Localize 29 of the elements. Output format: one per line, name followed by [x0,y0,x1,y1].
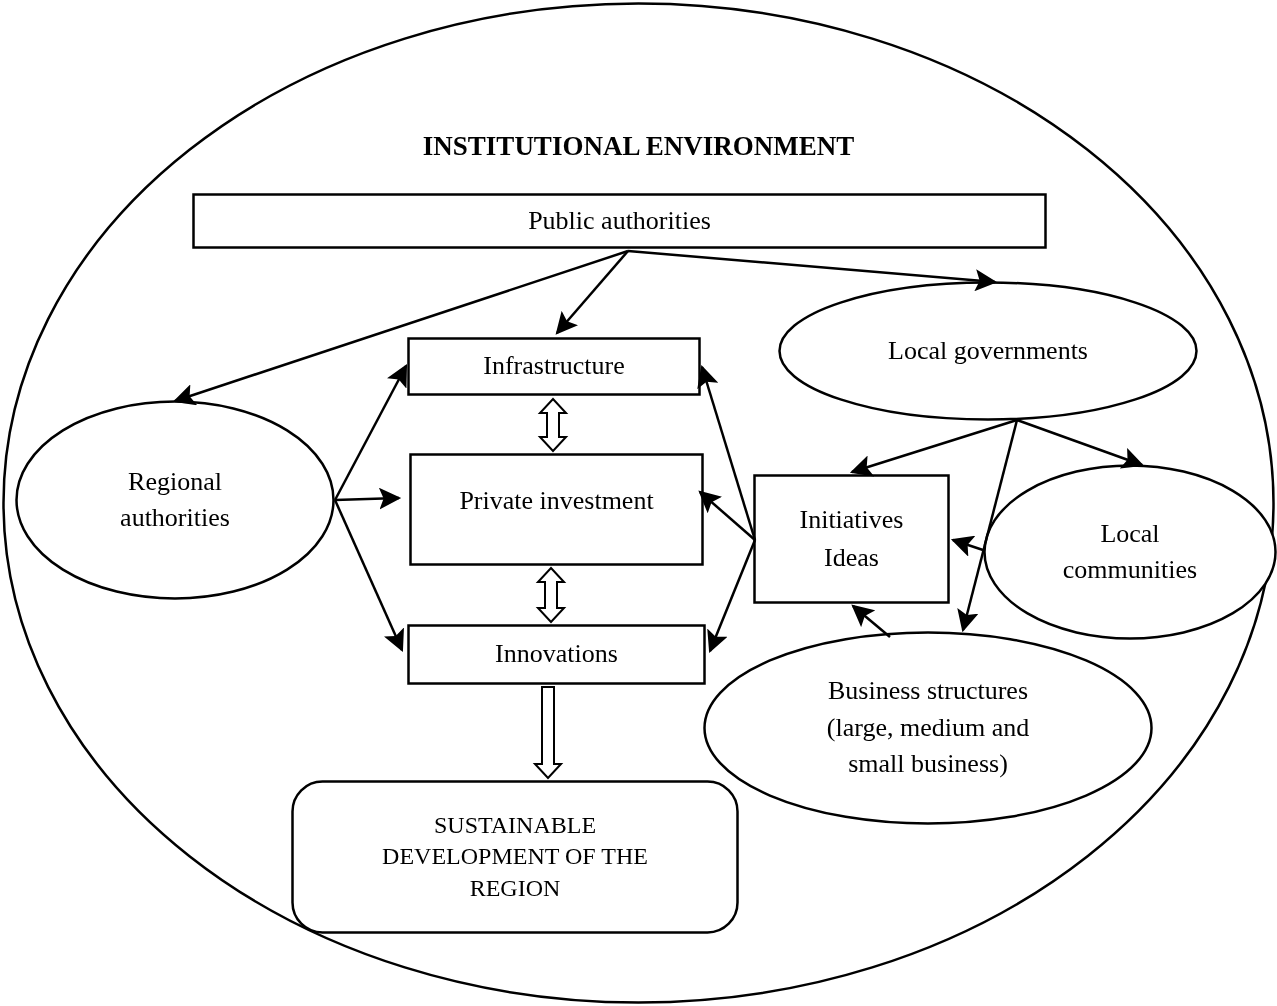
arrow [950,535,984,557]
block-arrow [532,686,564,780]
arrow [957,419,1019,633]
node-label: Initiatives [799,504,904,537]
node-label: Innovations [495,638,618,671]
arrow [697,364,757,541]
diagram-heading: INSTITUTIONAL ENVIRONMENT [421,130,856,163]
node-label: Private investment [459,485,654,517]
double-block-arrow [537,397,569,453]
node-label: Regional authorities [119,465,231,534]
arrow [555,250,629,335]
arrow [1016,418,1145,469]
arrow [334,487,402,510]
double-block-arrow [535,566,567,624]
node-label: SUSTAINABLE DEVELOPMENT OF THE REGION [381,811,649,903]
arrow [707,539,757,654]
arrow [172,249,629,406]
arrow [333,364,408,501]
arrow [851,604,891,638]
node-label: Local governments [888,334,1088,367]
node-label: Business structures (large, medium and small business) [825,675,1031,781]
node-label: Public authorities [528,204,711,237]
arrow [333,499,404,652]
node-label: Infrastructure [483,350,625,383]
arrow [627,249,998,292]
node-label: Local communities [1061,517,1199,586]
arrow [849,418,1018,477]
arrow [698,490,756,541]
node-label: Ideas [824,542,879,574]
